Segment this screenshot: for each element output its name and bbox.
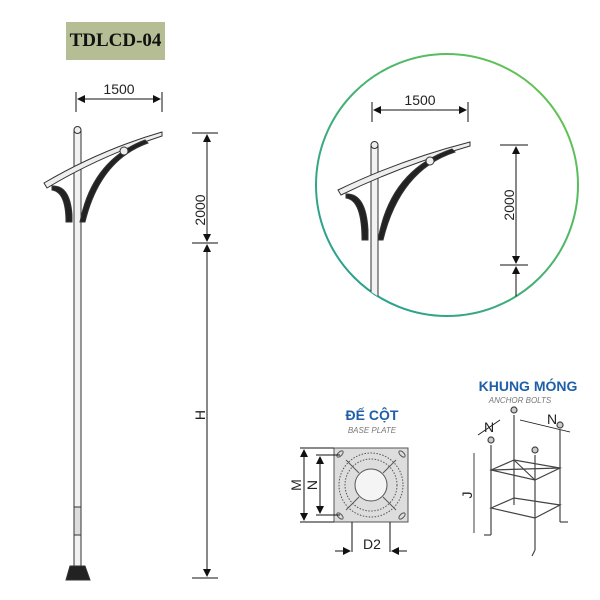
arm-height-label: 2000 — [192, 194, 208, 225]
main-pole — [43, 126, 163, 581]
arm-width-label: 1500 — [103, 81, 134, 97]
base-d2-label: D2 — [363, 536, 381, 552]
anchor-n1-label: N — [484, 419, 494, 435]
detail-dimension-1500 — [371, 102, 469, 122]
base-plate — [300, 447, 409, 555]
dimension-vertical — [192, 132, 218, 579]
detail-arm-height-label: 2000 — [501, 189, 517, 220]
anchor-frame — [473, 406, 571, 557]
base-plate-subtitle: BASE PLATE — [348, 426, 397, 435]
detail-arm-width-label: 1500 — [404, 92, 435, 108]
base-m-label: M — [288, 479, 304, 491]
anchor-j-label: J — [459, 492, 475, 499]
detail-pole — [337, 141, 528, 316]
model-code-label: TDLCD-04 — [66, 22, 165, 60]
anchor-n2-label: N — [547, 411, 557, 427]
base-n-label: N — [304, 480, 320, 490]
anchor-bolts-subtitle: ANCHOR BOLTS — [488, 396, 552, 405]
detail-circle — [315, 53, 579, 317]
anchor-bolts-title: KHUNG MÓNG — [479, 377, 578, 394]
pole-height-label: H — [192, 410, 208, 420]
base-plate-title: ĐẾ CỘT — [346, 406, 399, 423]
dimension-1500 — [75, 92, 163, 112]
